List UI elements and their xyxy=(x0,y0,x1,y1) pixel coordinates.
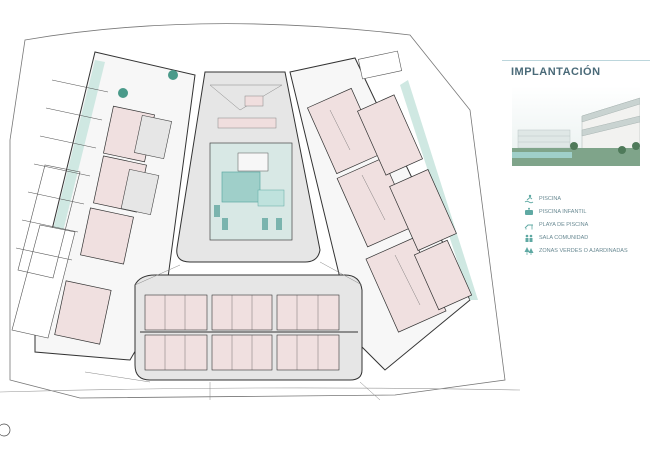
legend-label: PISCINA INFANTIL xyxy=(539,208,587,215)
render-building-front xyxy=(581,97,640,153)
legend-item-piscina-infantil: PISCINA INFANTIL xyxy=(524,205,628,218)
tree-mark xyxy=(168,70,178,80)
right-garden-strip xyxy=(400,80,478,300)
legend-item-playa-de-piscina: PLAYA DE PISCINA xyxy=(524,218,628,231)
child-pool xyxy=(257,189,285,207)
bottom-block xyxy=(134,274,363,381)
title-rule xyxy=(502,60,650,61)
building-render-image xyxy=(512,86,640,166)
legend-item-sala-comunidad: SALA COMUNIDAD xyxy=(524,231,628,244)
central-courtyard xyxy=(176,71,321,263)
swimmer-icon xyxy=(524,194,534,203)
legend-label: SALA COMUNIDAD xyxy=(539,234,589,241)
legend-item-piscina: PISCINA xyxy=(524,192,628,205)
child-pool-icon xyxy=(525,207,533,215)
north-arrow xyxy=(0,423,11,437)
street-edge xyxy=(0,387,521,393)
render-building-back xyxy=(517,129,571,149)
legend-label: ZONAS VERDES O AJARDINADAS xyxy=(539,247,628,254)
right-parking xyxy=(358,50,402,80)
sun-lounger-icon xyxy=(524,224,533,229)
tree-icon xyxy=(524,246,534,255)
legend: PISCINA PISCINA INFANTIL PLAYA DE PISCIN… xyxy=(524,192,628,257)
pool-water xyxy=(221,171,261,203)
community-room-icon xyxy=(525,234,533,242)
pool-building-top xyxy=(217,117,277,129)
legend-label: PISCINA xyxy=(539,195,562,202)
site-boundary xyxy=(9,23,506,399)
panel-title: IMPLANTACIÓN xyxy=(511,66,601,78)
community-room xyxy=(237,152,269,172)
legend-label: PLAYA DE PISCINA xyxy=(539,221,589,228)
tree-mark xyxy=(118,88,128,98)
right-block xyxy=(289,50,478,371)
legend-item-zonas-verdes: ZONAS VERDES O AJARDINADAS xyxy=(524,244,628,257)
